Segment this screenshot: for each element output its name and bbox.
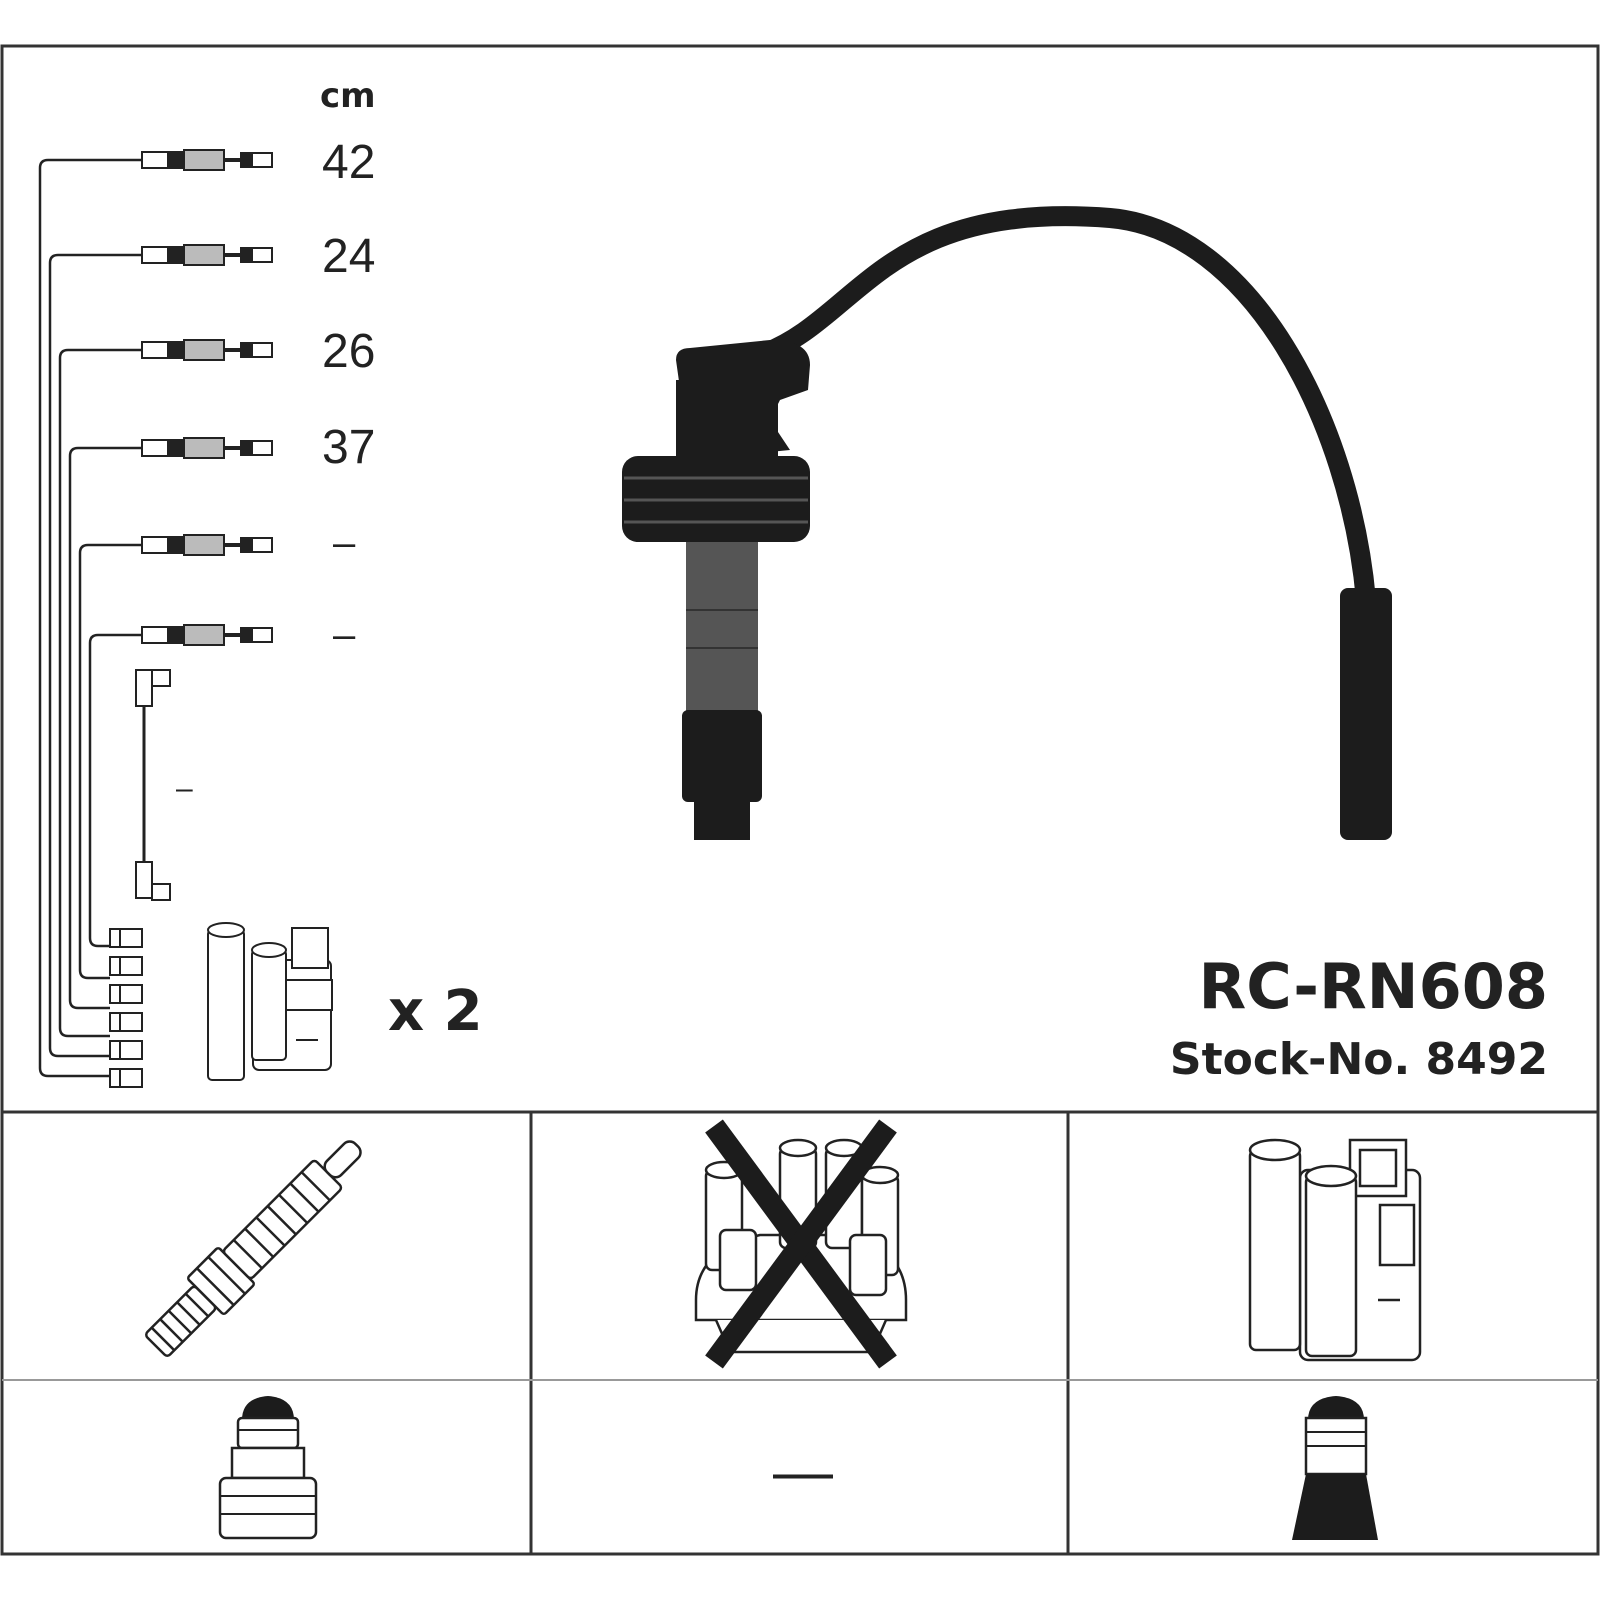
- not-included-cross: [705, 1119, 897, 1369]
- coil-multiplier: x 2: [388, 979, 483, 1044]
- lead-row-3: [141, 339, 273, 361]
- length-value: –: [333, 521, 356, 565]
- wire-set-schematic: cm: [38, 76, 483, 1088]
- length-value: 26: [322, 325, 375, 378]
- length-values: 42 24 26 37 – –: [322, 136, 375, 657]
- frame: [0, 44, 1600, 1556]
- lead-row-5: [141, 534, 273, 556]
- length-value: 42: [322, 136, 375, 189]
- lead-row-6: [141, 624, 273, 646]
- lead-connector-rows: [141, 149, 273, 646]
- spark-plug-icon: [145, 1140, 362, 1357]
- wire-trunks: [38, 158, 142, 1078]
- length-value: 24: [322, 230, 375, 283]
- lead-row-1: [141, 149, 273, 171]
- unit-label: cm: [320, 76, 376, 116]
- coil-end-connectors: [109, 928, 143, 1088]
- coil-terminal-icon: [1292, 1396, 1378, 1540]
- length-value: 37: [322, 421, 375, 474]
- stock-number: Stock-No. 8492: [1170, 1034, 1548, 1085]
- coil-wire: –: [135, 669, 193, 901]
- ignition-coil-icon: [1248, 1138, 1422, 1362]
- length-value: –: [333, 613, 356, 657]
- ignition-coil-icon: [207, 922, 333, 1081]
- coil-wire-length: –: [176, 772, 193, 805]
- distributor-cap-icon: [694, 1119, 908, 1369]
- model-number: RC-RN608: [1199, 950, 1548, 1023]
- lead-row-4: [141, 437, 273, 459]
- lead-row-2: [141, 244, 273, 266]
- distributor-terminal-value: —: [773, 1438, 833, 1505]
- plug-terminal-icon: [218, 1396, 318, 1540]
- product-info: RC-RN608 Stock-No. 8492: [1170, 950, 1548, 1085]
- ignition-lead-image: [622, 206, 1392, 840]
